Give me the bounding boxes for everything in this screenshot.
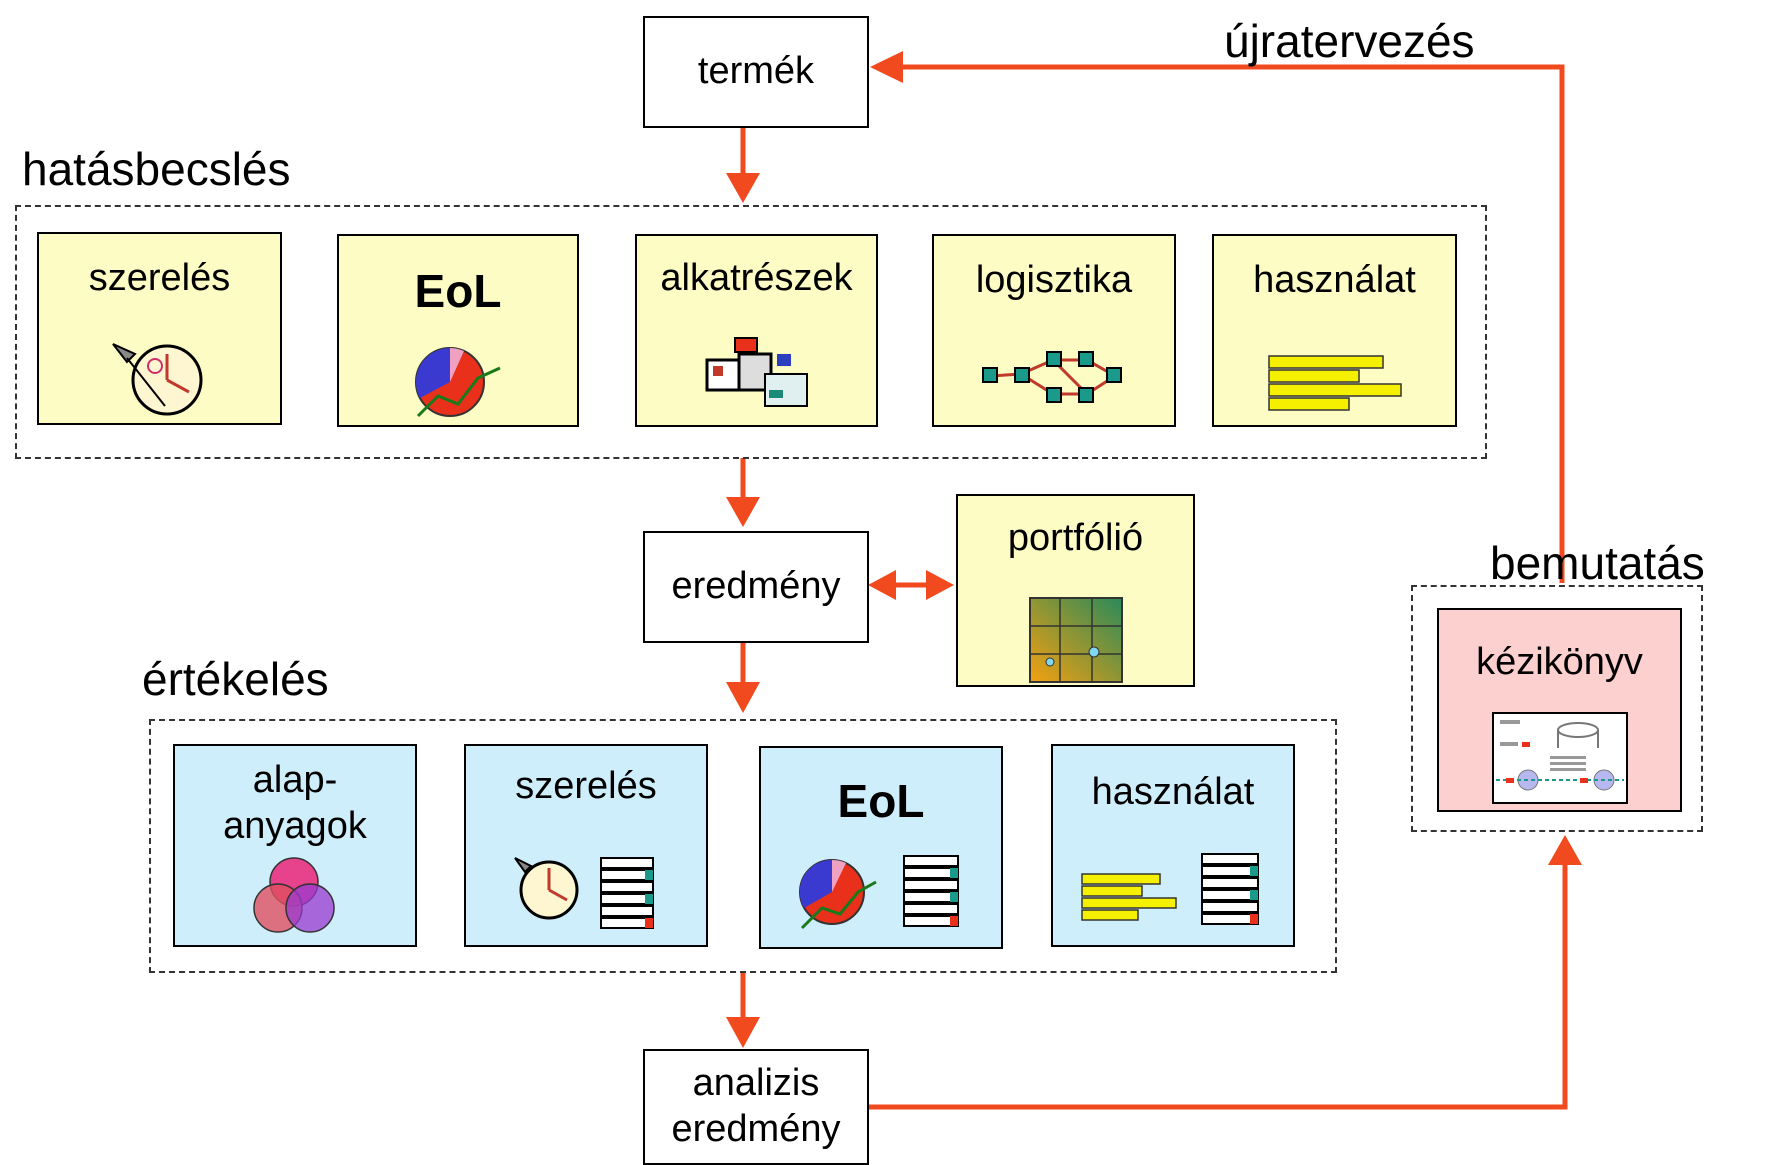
card-label: alkatrészek (660, 257, 853, 299)
card-label: használat (1091, 771, 1255, 813)
manual-card: kézikönyv (1437, 608, 1682, 812)
analysis-label-line1: analizis (692, 1062, 820, 1105)
impact-card-parts: alkatrészek (635, 234, 878, 427)
card-label: EoL (414, 265, 502, 317)
arrowhead (726, 173, 760, 203)
presentation-title: bemutatás (1490, 537, 1705, 589)
venn-icon (253, 857, 335, 933)
arrow-redesign-loop (900, 64, 1565, 583)
arrowhead (868, 570, 896, 600)
card-label: EoL (837, 775, 925, 827)
arrowhead (926, 570, 954, 600)
network-icon (982, 351, 1122, 403)
card-label: kézikönyv (1476, 641, 1643, 683)
impact-card-eol: EoL (337, 234, 579, 427)
parts-machine-icon (705, 337, 808, 407)
arrowhead (726, 497, 760, 527)
evaluation-title: értékelés (142, 653, 329, 705)
card-label: portfólió (1007, 517, 1144, 559)
card-label: logisztika (975, 259, 1133, 301)
bar-chart-icon (1267, 355, 1402, 411)
redesign-title: újratervezés (1224, 15, 1475, 67)
product-label: termék (697, 50, 815, 93)
card-label: használat (1253, 259, 1416, 301)
pie-chart-icon (415, 347, 501, 418)
impact-group (15, 205, 1487, 459)
presentation-group (1411, 585, 1703, 832)
impact-card-assembly: szerelés (37, 232, 282, 425)
arrow-analysis-to-presentation (869, 865, 1568, 1110)
evaluation-card-usage: használat (1051, 744, 1295, 947)
evaluation-card-assembly: szerelés (464, 744, 708, 947)
evaluation-group (149, 719, 1337, 973)
evaluation-card-materials: alap- anyagok (173, 744, 417, 947)
portfolio-grid-icon (1028, 597, 1123, 683)
card-label: alap- (252, 759, 338, 801)
evaluation-card-eol: EoL (759, 746, 1003, 949)
arrowhead (726, 1017, 760, 1048)
portfolio-card: portfólió (956, 494, 1195, 687)
impact-title: hatásbecslés (22, 143, 291, 195)
result-node: eredmény (643, 531, 869, 643)
result-label: eredmény (671, 565, 841, 608)
document-thumbnail-icon (1491, 712, 1628, 804)
card-label: szerelés (88, 257, 231, 299)
analysis-label-line2: eredmény (671, 1108, 841, 1150)
clock-list-icon (514, 857, 654, 929)
arrowhead (1548, 835, 1582, 865)
analysis-result-node: analizis eredmény (643, 1049, 869, 1165)
bars-list-icon (1081, 853, 1259, 925)
card-label: anyagok (223, 804, 367, 847)
clock-icon (111, 343, 202, 416)
card-label: szerelés (515, 765, 657, 807)
arrowhead (726, 682, 760, 713)
pie-list-icon (799, 855, 959, 930)
impact-card-logistics: logisztika (932, 234, 1176, 427)
product-node: termék (643, 16, 869, 128)
impact-card-usage: használat (1212, 234, 1457, 427)
arrowhead (870, 51, 903, 83)
